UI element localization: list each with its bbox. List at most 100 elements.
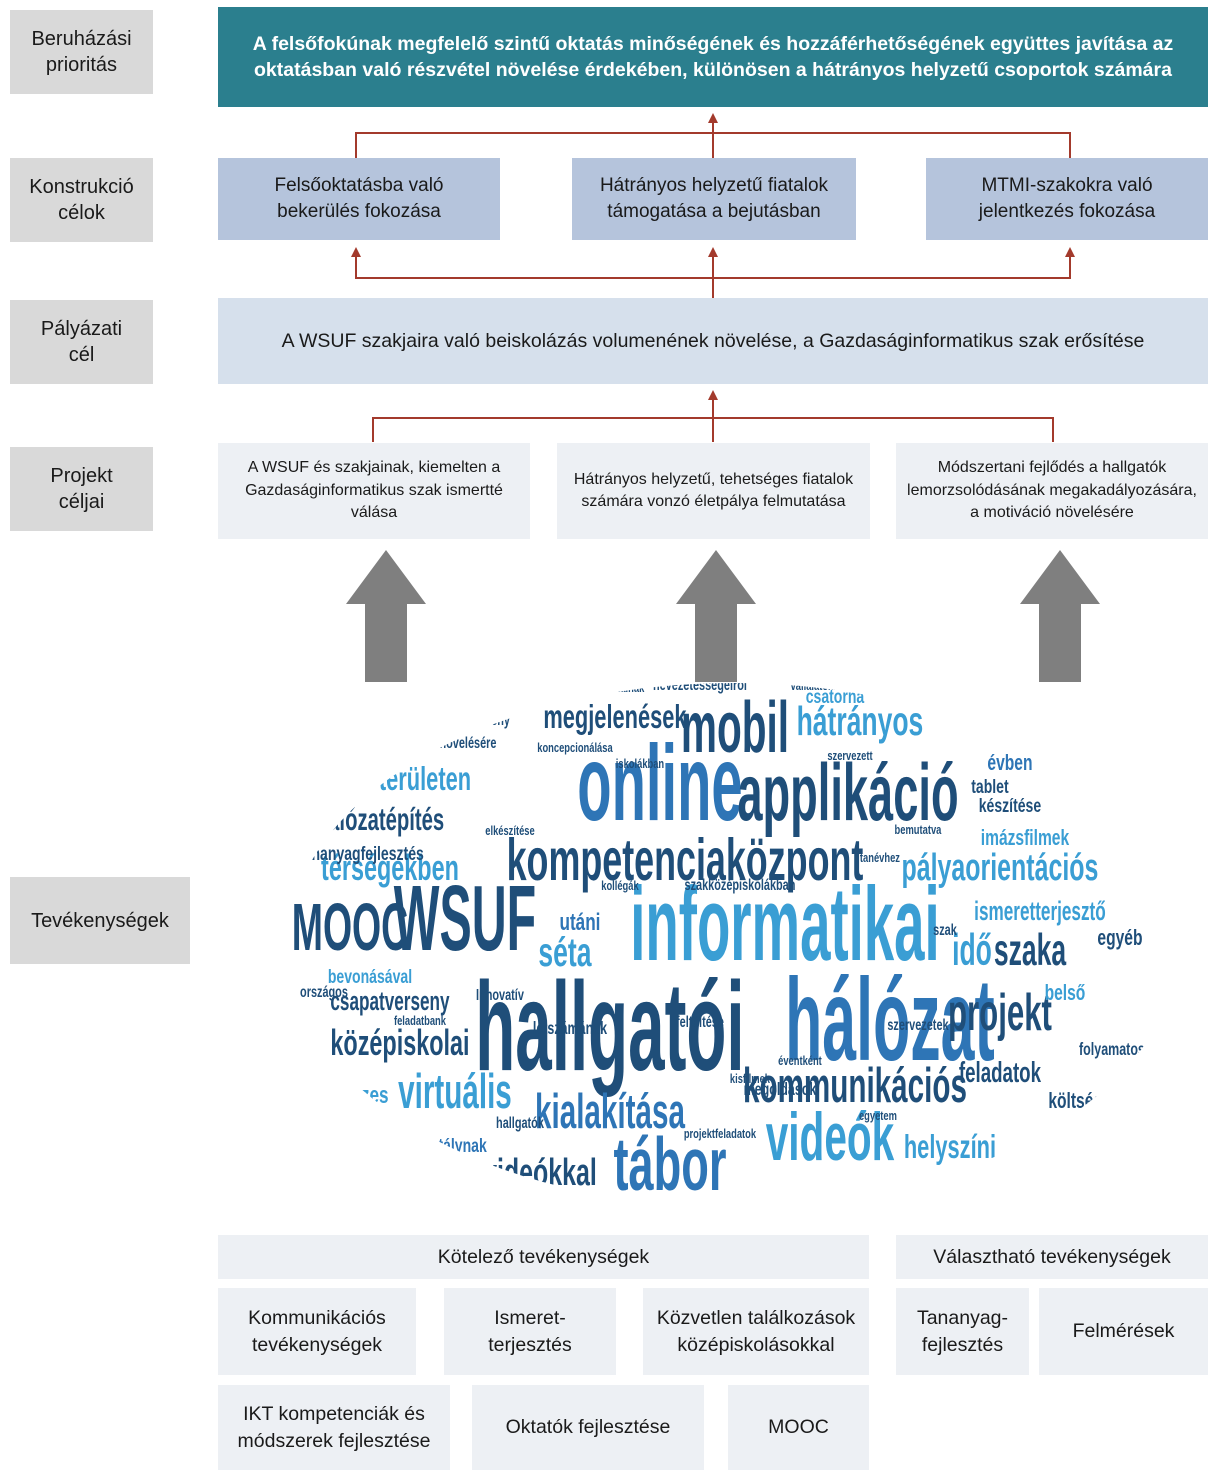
word-cloud-word: séta: [538, 930, 592, 975]
word-cloud-word: kommunikációs: [743, 1057, 967, 1113]
word-cloud-word: szervezetek: [887, 1016, 949, 1033]
word-cloud-word: bemutatva: [895, 824, 942, 838]
word-cloud-word: videók: [766, 1099, 895, 1174]
connector-project-to-application: [372, 390, 1054, 442]
row-label-activities: Tevékenységek: [10, 877, 190, 964]
activity-meetings: Közvetlen találkozások középiskolásokkal: [643, 1288, 869, 1375]
word-cloud-word: csapatverseny: [330, 986, 450, 1016]
word-cloud-word: egyetem: [859, 1110, 897, 1124]
word-cloud-word: készítése: [979, 794, 1041, 817]
word-cloud-word: hálózat: [785, 955, 995, 1085]
optional-activities-header: Választható tevékenységek: [896, 1235, 1208, 1279]
word-cloud-word: szak: [933, 921, 957, 938]
word-cloud-word: MOOC: [292, 889, 408, 964]
word-cloud-word: meghívottainak: [576, 682, 645, 696]
word-cloud-word: tanévhez: [860, 852, 900, 866]
word-cloud-word: matematikai: [794, 1210, 866, 1230]
connector-construction-to-priority: [355, 113, 1071, 158]
word-cloud-word: éventként: [778, 1055, 822, 1069]
big-arrows: [346, 550, 1100, 682]
word-cloud-word: Tananyagfejlesztés: [296, 842, 424, 865]
word-cloud-word: feladatbank: [394, 1015, 447, 1029]
word-cloud-word: növelésére: [439, 734, 496, 751]
word-cloud-word: koncepcionálása: [537, 742, 613, 756]
project-goal-3: Módszertani fejlődés a hallgatók lemorzs…: [896, 443, 1208, 539]
word-cloud-word: kompetenciaközpont: [507, 827, 864, 894]
activity-ict: IKT kompetenciák és módszerek fejlesztés…: [218, 1385, 450, 1470]
word-cloud-word: tartalommal: [537, 1211, 599, 1228]
word-cloud-word: virtuális: [398, 1063, 512, 1119]
word-cloud-word: mobil: [681, 688, 789, 768]
row-label-project: Projekt céljai: [10, 447, 153, 531]
activity-teacher-development: Oktatók fejlesztése: [472, 1385, 704, 1470]
word-cloud-word: országos: [300, 983, 348, 1000]
mandatory-activities-header: Kötelező tevékenységek: [218, 1235, 869, 1279]
application-goal-box: A WSUF szakjaira való beiskolázás volume…: [218, 298, 1208, 384]
word-cloud-word: napokon: [997, 1161, 1042, 1178]
application-goal-text: A WSUF szakjaira való beiskolázás volume…: [281, 329, 1145, 352]
word-cloud-word: tábor: [613, 1123, 726, 1207]
word-cloud-word: megoldások: [744, 1080, 817, 1100]
word-cloud-word: Youtube: [959, 1206, 1002, 1223]
activity-communication: Kommunikációs tevékenységek: [218, 1288, 416, 1375]
row-label-priority: Beruházási prioritás: [10, 10, 153, 94]
word-cloud-word: évben: [987, 752, 1032, 776]
word-cloud-word: vállalatokhoz: [791, 680, 850, 694]
word-cloud-word: hálózatépítés: [316, 802, 444, 838]
priority-box: A felsőfokúnak megfelelő szintű oktatás …: [218, 7, 1208, 107]
construction-goal-3: MTMI-szakokra való jelentkezés fokozása: [926, 158, 1208, 240]
project-goal-2: Hátrányos helyzetű, tehetséges fiatalok …: [557, 443, 870, 539]
activity-mooc: MOOC: [728, 1385, 869, 1470]
connector-application-to-construction: [351, 247, 1075, 298]
construction-goal-2: Hátrányos helyzetű fiatalok támogatása a…: [572, 158, 856, 240]
word-cloud-word: applikáció: [737, 747, 958, 837]
word-cloud-word: videókkal: [483, 1151, 597, 1194]
word-cloud-word: folyamatos: [1079, 1040, 1145, 1060]
word-cloud-word: elkészítése: [485, 825, 534, 839]
activity-dissemination: Ismeret-terjesztés: [444, 1288, 616, 1375]
word-cloud-word: projektfeladatok: [684, 1128, 757, 1142]
word-cloud-word: költsége: [1048, 1090, 1111, 1114]
word-cloud-word: éves: [454, 1165, 485, 1188]
word-cloud-word: projekt: [948, 984, 1052, 1042]
word-cloud-word: rendezvény: [450, 711, 510, 728]
word-cloud-word: imázsfilmek: [981, 827, 1070, 851]
word-cloud-word: feltöltése: [676, 1013, 724, 1030]
word-cloud-word: szakközépiskolákban: [685, 876, 796, 893]
word-cloud-word: informatikai: [630, 865, 939, 983]
word-cloud-word: létrehozása: [810, 1201, 870, 1218]
big-arrow-left: [346, 550, 426, 682]
word-cloud-word: hallgatói: [475, 957, 744, 1098]
word-cloud-word: hátrányos: [797, 699, 924, 744]
word-cloud-word: pályaorientációs: [901, 846, 1098, 889]
word-cloud-word: hallgatók: [496, 1114, 544, 1131]
row-label-application: Pályázati cél: [10, 300, 153, 384]
word-cloud-word: Innovatív: [476, 986, 524, 1003]
priority-text: A felsőfokúnak megfelelő szintű oktatás …: [252, 32, 1174, 81]
project-goal-1: A WSUF és szakjainak, kiemelten a Gazdas…: [218, 443, 530, 539]
word-cloud-word: összes: [331, 1082, 388, 1109]
word-cloud-word: iskolákban: [616, 758, 664, 772]
word-cloud-word: online: [577, 723, 742, 843]
word-cloud-word: megjelenések: [543, 698, 686, 736]
word-cloud-word: belső: [1045, 982, 1086, 1006]
word-cloud-word: nevezetességeiről: [653, 676, 747, 693]
big-arrow-right: [1020, 550, 1100, 682]
word-cloud-word: helyszíni: [904, 1128, 996, 1166]
word-cloud-word: kisfilmek: [730, 1073, 771, 1087]
word-cloud-word: ismeretterjesztő: [974, 896, 1106, 926]
word-cloud-word: tablet: [971, 775, 1009, 798]
word-cloud-word: térségekben: [321, 849, 459, 888]
word-cloud-word: korosztálynak: [393, 1134, 487, 1157]
word-cloud-word: szervezett: [827, 750, 872, 764]
word-cloud-word: bevonásával: [328, 965, 412, 988]
word-cloud-word: középiskolai: [330, 1024, 469, 1063]
construction-goal-1: Felsőoktatásba való bekerülés fokozása: [218, 158, 500, 240]
big-arrow-middle: [676, 550, 756, 682]
word-cloud-word: egyéb: [1097, 927, 1142, 951]
row-label-construction: Konstrukció célok: [10, 158, 153, 242]
word-cloud-word: WSUF: [394, 866, 536, 970]
word-cloud-word: területen: [379, 760, 471, 798]
